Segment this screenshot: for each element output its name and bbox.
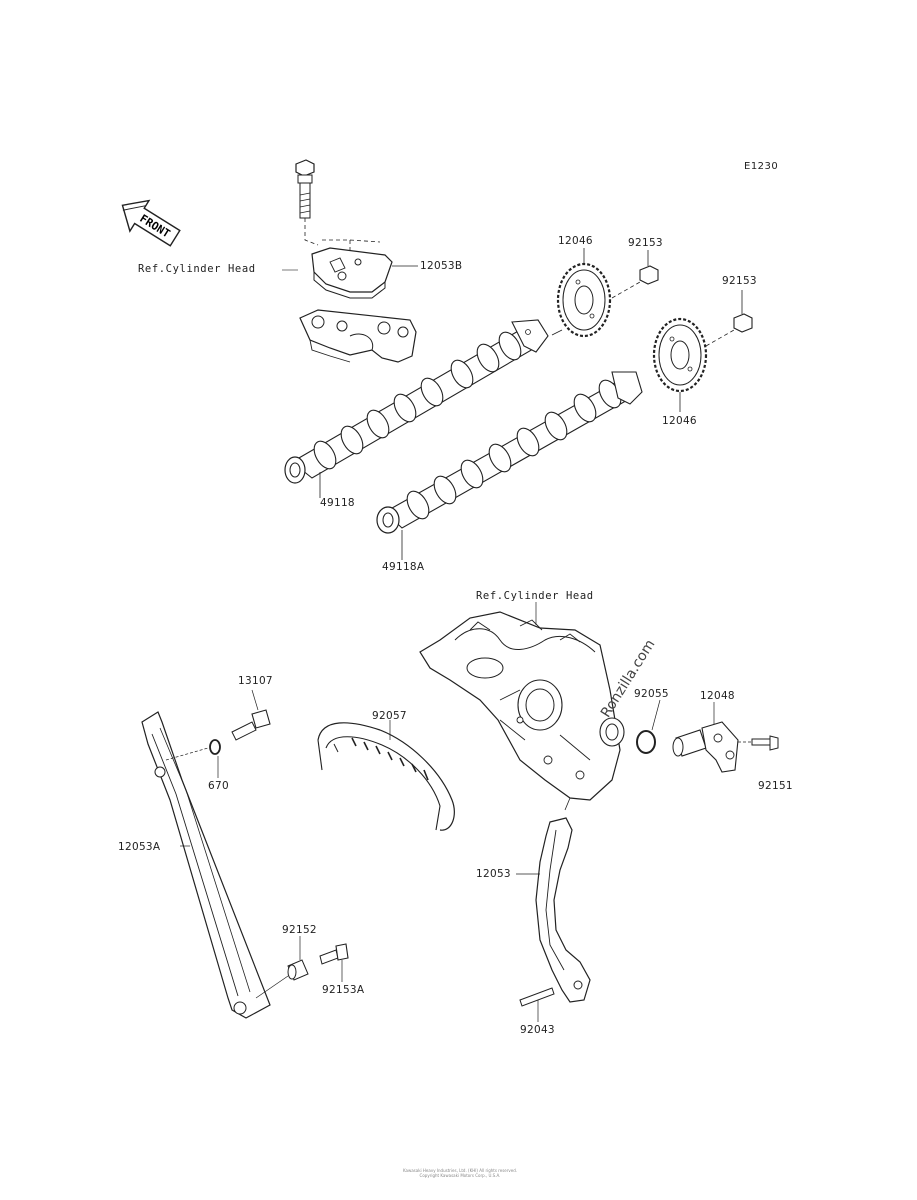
guide-bolt-13107 (231, 709, 271, 741)
part-label-12046-mid[interactable]: 12046 (662, 415, 697, 427)
part-label-92153-b[interactable]: 92153 (722, 275, 757, 287)
o-ring-92055 (636, 730, 656, 754)
part-label-12053[interactable]: 12053 (476, 868, 511, 880)
tensioner-bolt (738, 735, 779, 751)
bolt-92153a (319, 943, 349, 965)
camshaft-49118a (376, 371, 643, 534)
part-label-12048[interactable]: 12048 (700, 690, 735, 702)
sprocket-bolt-a (611, 265, 659, 299)
sprocket-upper (556, 262, 612, 338)
chain-tensioner (672, 721, 739, 773)
washer-670 (209, 739, 221, 755)
part-label-13107[interactable]: 13107 (238, 675, 273, 687)
footer-line-2: Copyright Kawasaki Motors Corp., U.S.A. (419, 1173, 501, 1178)
camshaft-49118 (284, 319, 549, 484)
part-label-92152[interactable]: 92152 (282, 924, 317, 936)
part-label-49118[interactable]: 49118 (320, 497, 355, 509)
cam-holder-upper (311, 247, 393, 299)
part-label-92057[interactable]: 92057 (372, 710, 407, 722)
part-label-12053a[interactable]: 12053A (118, 841, 161, 853)
diagram-code: E1230 (744, 161, 779, 172)
part-label-12053b[interactable]: 12053B (420, 260, 463, 272)
cam-holder-bolt (295, 159, 315, 219)
part-label-670[interactable]: 670 (208, 780, 229, 792)
part-label-92151[interactable]: 92151 (758, 780, 793, 792)
cylinder-head (419, 611, 625, 811)
chain-guide-12053 (535, 817, 591, 1003)
ref-label-upper: Ref.Cylinder Head (138, 263, 256, 275)
part-label-49118a[interactable]: 49118A (382, 561, 425, 573)
cam-holder-lower (299, 309, 417, 363)
part-label-92055[interactable]: 92055 (634, 688, 669, 700)
pin-92043 (519, 987, 555, 1007)
front-arrow-icon: FRONT (121, 199, 181, 247)
sprocket-middle (652, 317, 708, 393)
part-label-92153a[interactable]: 92153A (322, 984, 365, 996)
chain-guide-12053a (141, 711, 271, 1019)
timing-chain (317, 722, 455, 831)
part-label-92153-a[interactable]: 92153 (628, 237, 663, 249)
footer-line-1: Kawasaki Heavy Industries, Ltd. (KHI) Al… (402, 1168, 518, 1173)
sprocket-bolt-b (705, 313, 753, 347)
part-label-12046-top[interactable]: 12046 (558, 235, 593, 247)
copyright-footer: Kawasaki Heavy Industries, Ltd. (KHI) Al… (330, 1168, 590, 1178)
ref-label-lower: Ref.Cylinder Head (476, 590, 594, 602)
part-label-92043[interactable]: 92043 (520, 1024, 555, 1036)
collar-92152 (287, 959, 309, 981)
